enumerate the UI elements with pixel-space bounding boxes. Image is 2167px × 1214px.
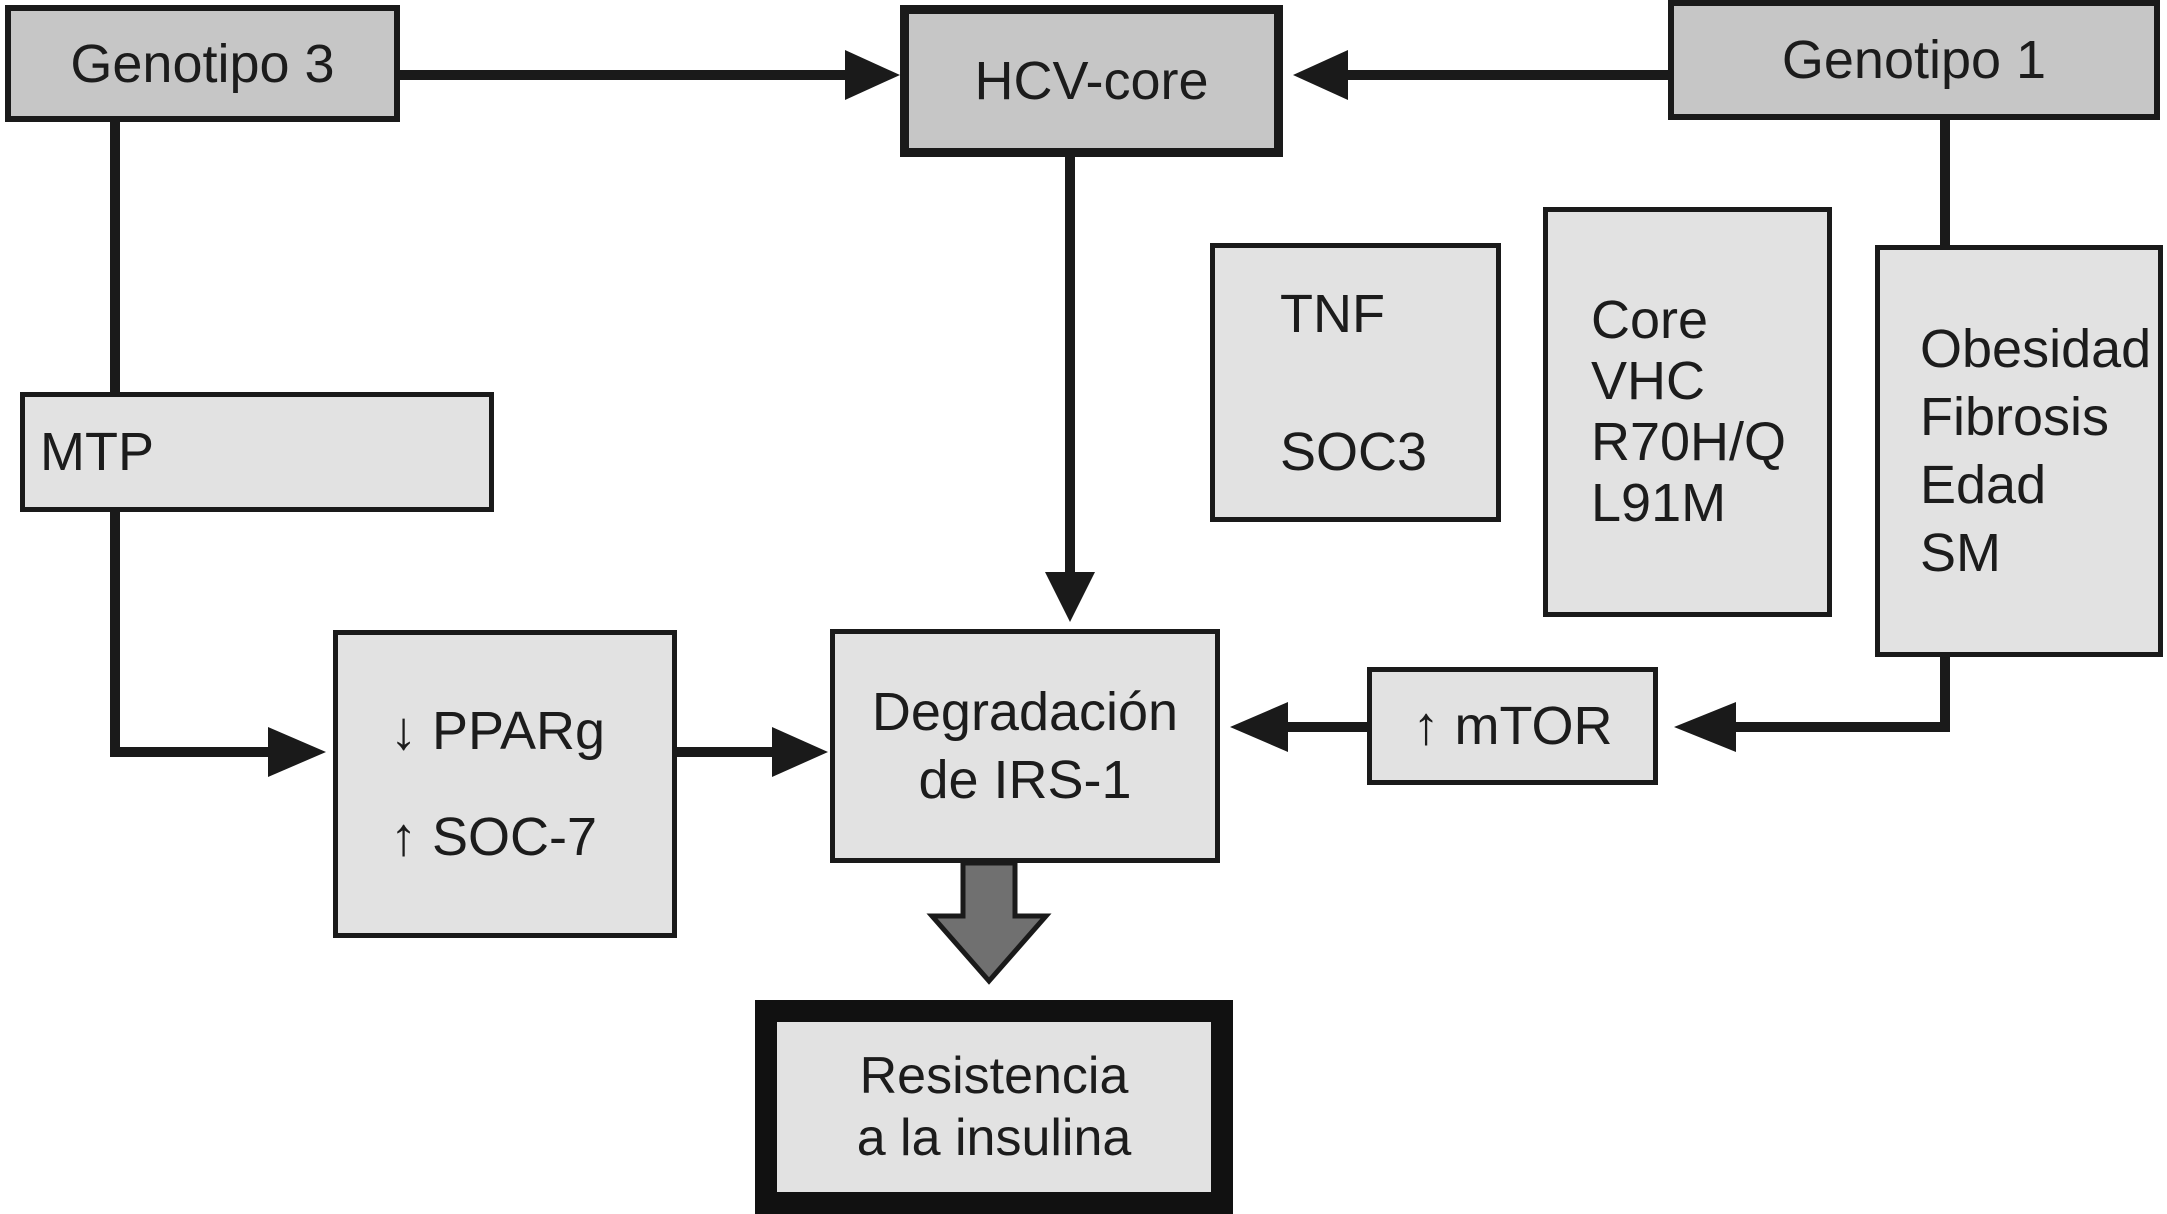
- node-pparg-soc7: ↓ PPARg ↑ SOC-7: [333, 630, 677, 938]
- node-tnf-soc3-line: SOC3: [1280, 421, 1428, 482]
- node-genotipo1-label: Genotipo 1: [1781, 30, 2047, 90]
- node-core-vhc-line: L91M: [1591, 473, 1727, 533]
- node-tnf-soc3-line: TNF: [1280, 283, 1385, 344]
- arrow-genotipo1-to-hcv-core: [1293, 50, 1668, 100]
- node-obesidad-line: SM: [1920, 523, 2001, 583]
- arrowhead-left-icon: [1674, 702, 1736, 752]
- node-core-vhc-line: R70H/Q: [1591, 412, 1787, 472]
- node-core-vhc: Core VHC R70H/Q L91M: [1543, 207, 1832, 617]
- node-mtor: ↑ mTOR: [1367, 667, 1658, 785]
- node-obesidad-line: Fibrosis: [1920, 387, 2110, 447]
- node-resistencia-line: Resistencia: [859, 1047, 1129, 1105]
- node-obesidad-line: Edad: [1920, 455, 2047, 515]
- node-obesidad-line: Obesidad: [1920, 319, 2152, 379]
- node-pparg-soc7-line: ↓ PPARg: [390, 701, 606, 761]
- node-genotipo3-label: Genotipo 3: [70, 33, 335, 94]
- arrowhead-right-icon: [268, 727, 326, 777]
- arrow-genotipo3-via-mtp-to-pparg: [110, 122, 326, 777]
- node-genotipo3: Genotipo 3: [5, 5, 400, 122]
- arrowhead-right-icon: [772, 727, 828, 777]
- node-core-vhc-line: Core: [1591, 290, 1709, 350]
- node-hcv-core-label: HCV-core: [974, 51, 1209, 111]
- node-mtp: MTP: [20, 392, 494, 512]
- node-degradacion-line: Degradación: [871, 682, 1179, 742]
- arrowhead-left-icon: [1230, 702, 1288, 752]
- node-tnf-soc3: TNF SOC3: [1210, 243, 1501, 522]
- node-degradacion-line: de IRS-1: [918, 750, 1132, 810]
- node-core-vhc-line: VHC: [1591, 351, 1706, 411]
- arrow-genotipo3-to-hcv-core: [400, 50, 900, 100]
- node-degradacion-irs1: Degradación de IRS-1: [830, 629, 1220, 863]
- arrow-mtor-to-degradacion: [1230, 702, 1367, 752]
- node-resistencia: Resistencia a la insulina: [755, 1000, 1233, 1214]
- arrow-pparg-to-degradacion: [677, 727, 828, 777]
- node-mtor-label: ↑ mTOR: [1412, 696, 1613, 756]
- node-pparg-soc7-line: ↑ SOC-7: [390, 807, 598, 867]
- arrowhead-left-icon: [1293, 50, 1348, 100]
- node-resistencia-line: a la insulina: [856, 1109, 1132, 1167]
- arrowhead-down-icon: [1045, 572, 1095, 622]
- arrow-hcv-core-to-degradacion: [1045, 157, 1095, 622]
- node-genotipo1: Genotipo 1: [1668, 0, 2160, 120]
- block-arrow-down-icon: [926, 860, 1052, 985]
- arrowhead-right-icon: [845, 50, 900, 100]
- arrow-shaft: [110, 122, 268, 757]
- node-hcv-core: HCV-core: [900, 5, 1283, 157]
- node-mtp-label: MTP: [40, 422, 154, 482]
- node-obesidad: Obesidad Fibrosis Edad SM: [1875, 245, 2163, 657]
